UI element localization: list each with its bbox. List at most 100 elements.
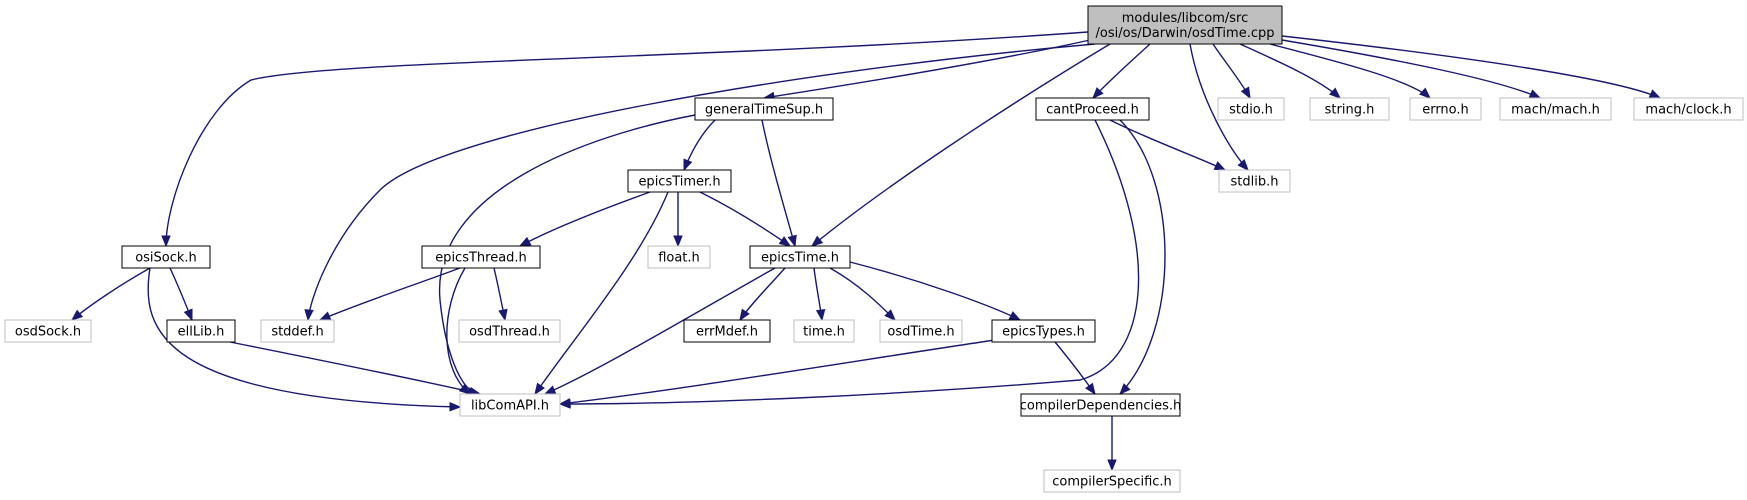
node-epicsThread[interactable]: epicsThread.h	[421, 245, 541, 269]
edge-line	[229, 341, 481, 395]
edge-generalTimeSup-to-epicsTimer	[683, 119, 716, 172]
node-float: float.h	[647, 245, 711, 269]
edge-epicsTimer-to-libComAPI	[534, 191, 669, 396]
edge-line	[849, 261, 1021, 321]
edge-line	[147, 267, 461, 408]
node-osdSock: osdSock.h	[4, 319, 92, 343]
node-box	[793, 319, 855, 343]
node-compilerDependencies[interactable]: compilerDependencies.h	[1020, 393, 1181, 417]
node-box	[1087, 5, 1283, 45]
nodes-layer: modules/libcom/src/osi/os/Darwin/osdTime…	[4, 5, 1744, 493]
node-box	[991, 319, 1096, 343]
edge-root-to-machmach	[1281, 39, 1542, 99]
node-box	[1499, 97, 1612, 121]
node-label: string.h	[1325, 103, 1375, 118]
edge-arrowhead	[810, 235, 824, 247]
node-root[interactable]: modules/libcom/src/osi/os/Darwin/osdTime…	[1087, 5, 1283, 45]
edge-root-to-stdlib	[1189, 43, 1249, 172]
edges-layer	[70, 31, 1662, 472]
node-epicsTime[interactable]: epicsTime.h	[749, 245, 851, 269]
edge-epicsTime-to-time	[813, 267, 826, 322]
node-generalTimeSup[interactable]: generalTimeSup.h	[694, 97, 834, 121]
node-epicsTypes[interactable]: epicsTypes.h	[991, 319, 1096, 343]
edge-arrowhead	[161, 235, 171, 248]
node-osdTime: osdTime.h	[879, 319, 963, 343]
edge-epicsThread-to-osdThread	[493, 267, 508, 322]
edge-arrowhead	[683, 158, 693, 172]
node-errMdef[interactable]: errMdef.h	[683, 319, 771, 343]
edge-root-to-stddef	[304, 43, 1096, 322]
node-box	[458, 319, 561, 343]
edge-line	[165, 31, 1089, 247]
edge-epicsTime-to-errMdef	[739, 267, 786, 322]
node-box	[879, 319, 963, 343]
edge-line	[534, 191, 669, 395]
edge-line	[811, 43, 1111, 247]
edge-root-to-machclock	[1281, 35, 1662, 99]
edge-cantProceed-to-compilerDependencies	[1119, 119, 1166, 395]
node-string: string.h	[1309, 97, 1390, 121]
node-box	[1309, 97, 1390, 121]
edge-epicsTimer-to-epicsTime	[699, 191, 792, 247]
node-errno: errno.h	[1409, 97, 1482, 121]
node-box	[1020, 393, 1181, 417]
edge-arrowhead	[183, 308, 193, 322]
node-label: errMdef.h	[696, 325, 758, 340]
node-box	[4, 319, 92, 343]
edge-arrowhead	[815, 308, 826, 322]
edge-arrowhead	[1240, 86, 1251, 100]
edge-arrowhead	[787, 234, 797, 248]
edge-root-to-osiSock	[161, 31, 1089, 248]
edge-line	[1269, 43, 1431, 99]
edge-line	[761, 119, 796, 247]
node-epicsTimer[interactable]: epicsTimer.h	[627, 169, 732, 193]
node-box	[647, 245, 711, 269]
edge-arrowhead	[70, 309, 84, 321]
node-label: ellLib.h	[178, 325, 225, 340]
edge-root-to-epicsTime	[810, 43, 1111, 247]
edge-epicsTime-to-epicsTypes	[849, 261, 1022, 321]
edge-root-to-errno	[1269, 43, 1432, 99]
node-box	[459, 393, 561, 417]
node-label: libComAPI.h	[471, 399, 549, 414]
node-label: compilerDependencies.h	[1020, 399, 1181, 414]
edge-arrowhead	[1528, 89, 1542, 99]
edge-arrowhead	[778, 236, 792, 247]
node-box	[421, 245, 541, 269]
edge-line	[446, 267, 471, 395]
node-label: epicsTimer.h	[638, 175, 720, 190]
edge-osiSock-to-libComAPI	[147, 267, 462, 412]
edge-arrowhead	[498, 308, 508, 322]
node-label: osiSock.h	[135, 251, 197, 266]
edge-line	[559, 339, 996, 405]
edge-osiSock-to-ellLib	[169, 267, 193, 322]
node-box	[749, 245, 851, 269]
node-compilerSpecific: compilerSpecific.h	[1043, 469, 1181, 493]
edge-line	[544, 267, 776, 395]
node-box	[1043, 469, 1181, 493]
edge-arrowhead	[304, 309, 314, 322]
edge-line	[519, 191, 651, 247]
node-machmach: mach/mach.h	[1499, 97, 1612, 121]
edge-arrowhead	[1329, 87, 1342, 99]
node-box	[1633, 97, 1744, 121]
edge-arrowhead	[1648, 89, 1662, 99]
node-osiSock[interactable]: osiSock.h	[121, 245, 211, 269]
edge-epicsTimer-to-epicsThread	[518, 191, 651, 247]
edge-arrowhead	[449, 402, 462, 412]
node-label: modules/libcom/src	[1122, 11, 1248, 26]
node-ellLib[interactable]: ellLib.h	[166, 319, 236, 343]
node-libComAPI: libComAPI.h	[459, 393, 561, 417]
node-box	[694, 97, 834, 121]
node-label: epicsTime.h	[761, 251, 839, 266]
edge-arrowhead	[884, 309, 896, 321]
edge-line	[319, 267, 461, 321]
node-cantProceed[interactable]: cantProceed.h	[1035, 97, 1150, 121]
node-box	[166, 319, 236, 343]
edge-arrowhead	[1107, 459, 1117, 472]
node-label: mach/clock.h	[1645, 103, 1731, 118]
edge-arrowhead	[518, 236, 532, 247]
node-box	[121, 245, 211, 269]
node-label: stdlib.h	[1231, 175, 1279, 190]
